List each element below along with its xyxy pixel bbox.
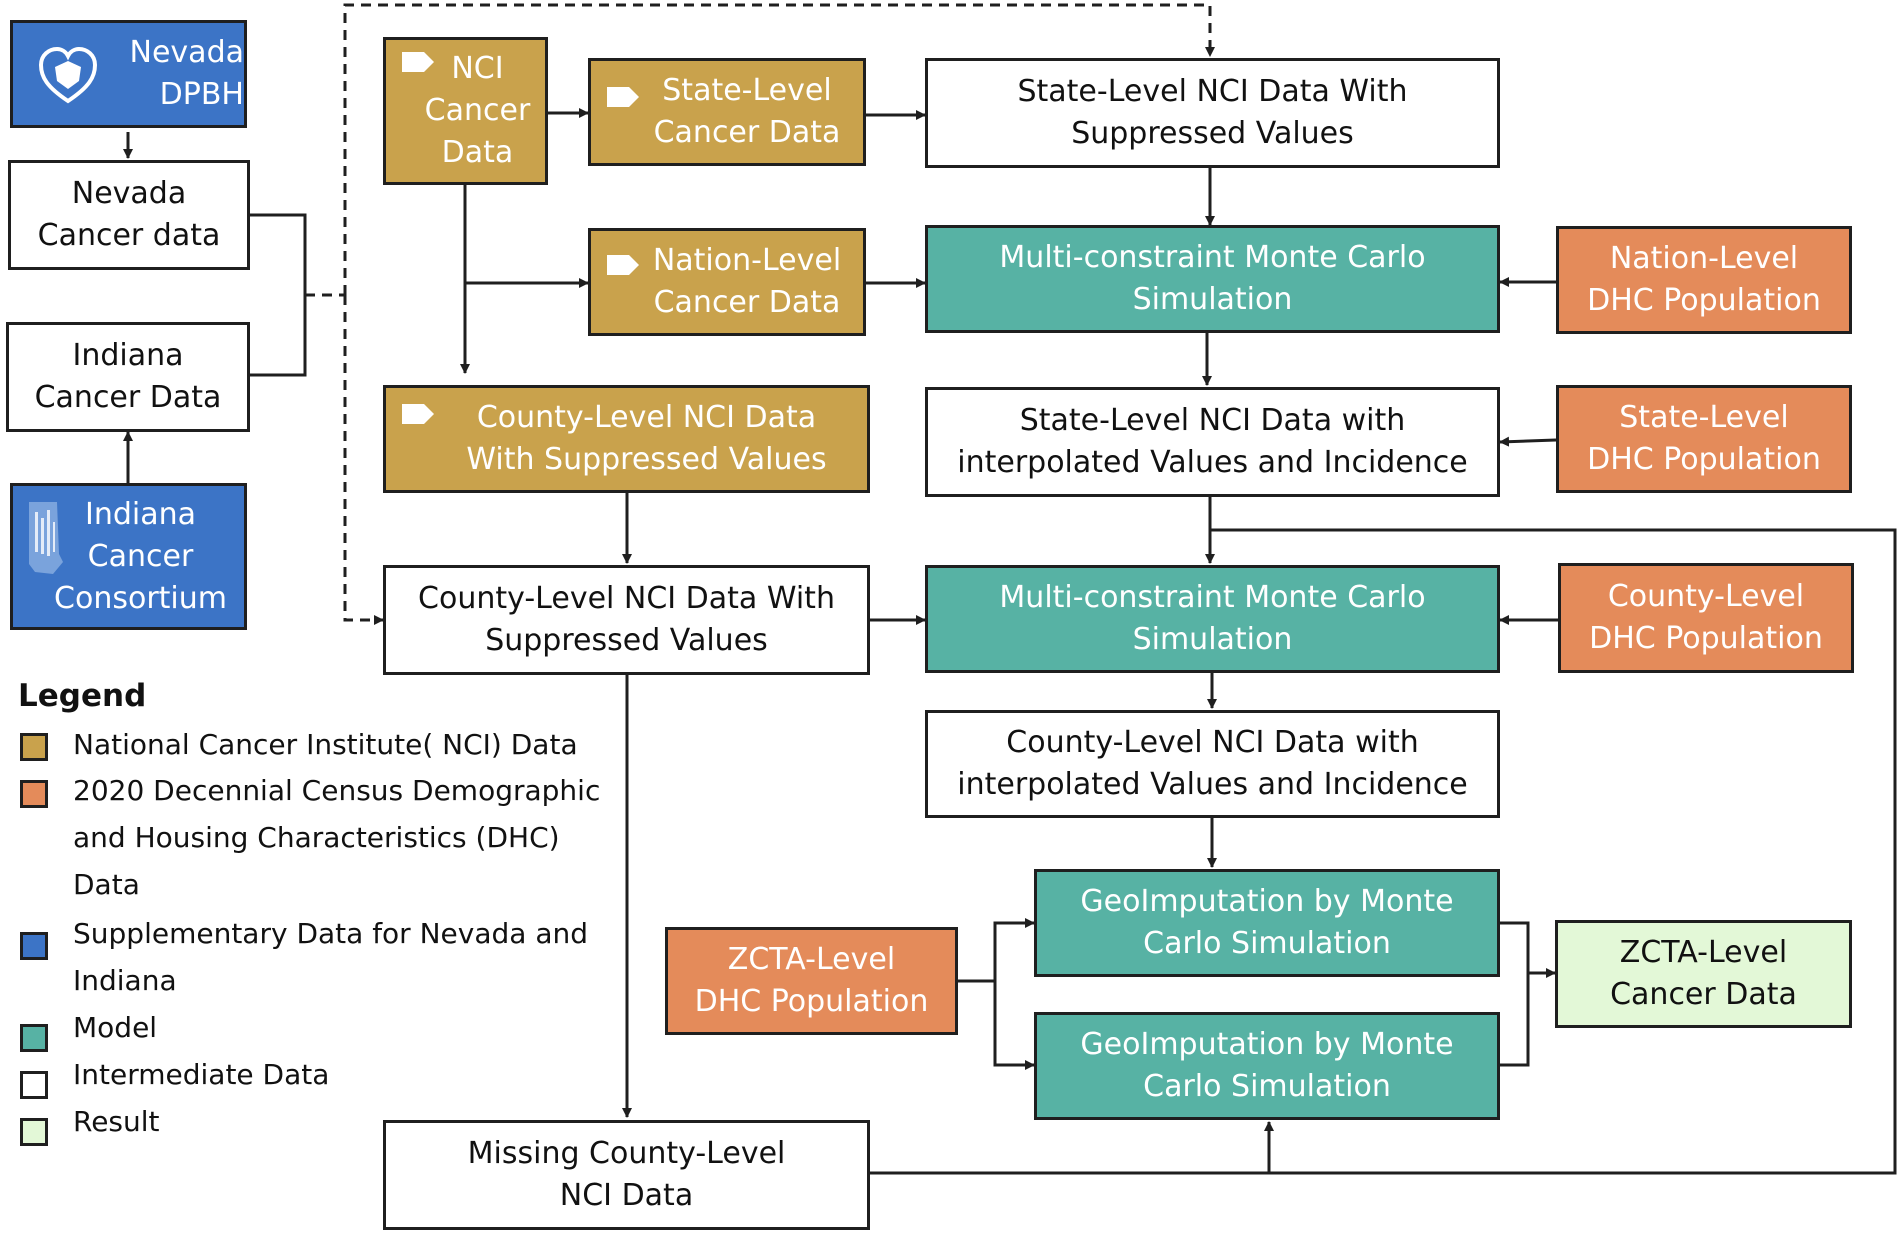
mc-simulation-1-box: Multi-constraint Monte Carlo Simulation [925, 225, 1500, 333]
bracket-nevada-indiana [250, 213, 307, 377]
tag-icon [402, 52, 434, 72]
geo1-to-result [1500, 921, 1530, 1067]
legend-swatch-result [20, 1118, 48, 1146]
state-nci-suppressed-box: State-Level NCI Data With Suppressed Val… [925, 58, 1500, 168]
arrow-state-dhc-to-state-interpolated [1499, 436, 1557, 447]
nation-dhc-label: Nation-Level DHC Population [1587, 241, 1821, 318]
county-nci-suppressed-label: County-Level NCI Data With Suppressed Va… [418, 581, 835, 658]
geoimputation-2-label: GeoImputation by Monte Carlo Simulation [1080, 1027, 1454, 1104]
county-nci-interpolated-label: County-Level NCI Data with interpolated … [957, 725, 1468, 802]
county-nci-suppressed-box: County-Level NCI Data With Suppressed Va… [383, 565, 870, 675]
loop-to-geoimputation-2 [1210, 528, 1897, 1175]
indiana-map-icon [29, 502, 63, 574]
legend-swatch-dhc [20, 780, 48, 808]
nation-level-cancer-label: Nation-Level Cancer Data [652, 243, 842, 320]
legend-swatch-nci [20, 733, 48, 761]
missing-county-label: Missing County-Level NCI Data [467, 1136, 786, 1213]
geoimputation-1-box: GeoImputation by Monte Carlo Simulation [1034, 869, 1500, 977]
legend-title: Legend [18, 678, 147, 714]
indiana-cancer-box: Indiana Cancer Data [6, 322, 250, 432]
legend-label-model: Model [73, 1011, 158, 1044]
nevada-cancer-box: Nevada Cancer data [8, 160, 250, 270]
nation-level-cancer-box: Nation-Level Cancer Data [588, 228, 866, 336]
state-nci-interpolated-box: State-Level NCI Data with interpolated V… [925, 387, 1500, 497]
geoimputation-2-box: GeoImputation by Monte Carlo Simulation [1034, 1012, 1500, 1120]
geoimputation-1-label: GeoImputation by Monte Carlo Simulation [1080, 884, 1454, 961]
zcta-dhc-label: ZCTA-Level DHC Population [694, 942, 929, 1019]
mc-simulation-1-label: Multi-constraint Monte Carlo Simulation [999, 240, 1426, 317]
indiana-consortium-label: Indiana Cancer Consortium [54, 496, 227, 616]
tag-icon [607, 87, 639, 107]
state-level-cancer-box: State-Level Cancer Data [588, 58, 866, 166]
county-nci-interpolated-box: County-Level NCI Data with interpolated … [925, 710, 1500, 818]
legend-label-result: Result [73, 1105, 160, 1138]
legend-swatch-intermediate [20, 1071, 48, 1099]
tag-icon [402, 404, 434, 424]
county-dhc-box: County-Level DHC Population [1558, 563, 1854, 673]
state-dhc-label: State-Level DHC Population [1587, 400, 1821, 477]
legend-label-dhc: 2020 Decennial Census Demographic and Ho… [73, 774, 601, 901]
indiana-consortium-box: Indiana Cancer Consortium [10, 483, 247, 630]
nevada-cancer-label: Nevada Cancer data [37, 176, 221, 253]
nevada-dpbh-box: Nevada DPBH [10, 20, 247, 128]
tag-icon [607, 255, 639, 275]
nevada-dpbh-label: Nevada DPBH [129, 35, 244, 112]
zcta-dhc-box: ZCTA-Level DHC Population [665, 927, 958, 1035]
zcta-result-box: ZCTA-Level Cancer Data [1555, 920, 1852, 1028]
arrow-zcta-to-geo1 [993, 918, 1035, 981]
heart-shield-icon [38, 46, 98, 104]
indiana-cancer-label: Indiana Cancer Data [34, 338, 222, 415]
legend-label-nci: National Cancer Institute( NCI) Data [73, 728, 578, 761]
mc-simulation-2-label: Multi-constraint Monte Carlo Simulation [999, 580, 1426, 657]
arrow-missing-to-geo2 [870, 1121, 1274, 1175]
legend-label-supplementary: Supplementary Data for Nevada and Indian… [73, 917, 589, 997]
nci-cancer-box: NCI Cancer Data [383, 37, 548, 185]
legend-swatch-supplementary [20, 932, 48, 960]
county-level-nci-source-box: County-Level NCI Data With Suppressed Va… [383, 385, 870, 493]
dashed-route-to-state [343, 3, 1215, 295]
zcta-result-label: ZCTA-Level Cancer Data [1610, 935, 1797, 1012]
county-level-nci-source-label: County-Level NCI Data With Suppressed Va… [466, 400, 827, 477]
state-nci-suppressed-label: State-Level NCI Data With Suppressed Val… [1017, 74, 1408, 151]
legend-swatch-model [20, 1024, 48, 1052]
state-level-cancer-label: State-Level Cancer Data [653, 73, 841, 150]
state-dhc-box: State-Level DHC Population [1556, 385, 1852, 493]
legend-label-intermediate: Intermediate Data [73, 1058, 330, 1091]
dashed-route-to-county [343, 295, 384, 625]
mc-simulation-2-box: Multi-constraint Monte Carlo Simulation [925, 565, 1500, 673]
nation-dhc-box: Nation-Level DHC Population [1556, 226, 1852, 334]
state-nci-interpolated-label: State-Level NCI Data with interpolated V… [957, 403, 1468, 480]
arrow-zcta-to-geo2 [993, 981, 1035, 1070]
nci-cancer-label: NCI Cancer Data [424, 51, 531, 170]
county-dhc-label: County-Level DHC Population [1589, 579, 1823, 656]
missing-county-box: Missing County-Level NCI Data [383, 1120, 870, 1230]
